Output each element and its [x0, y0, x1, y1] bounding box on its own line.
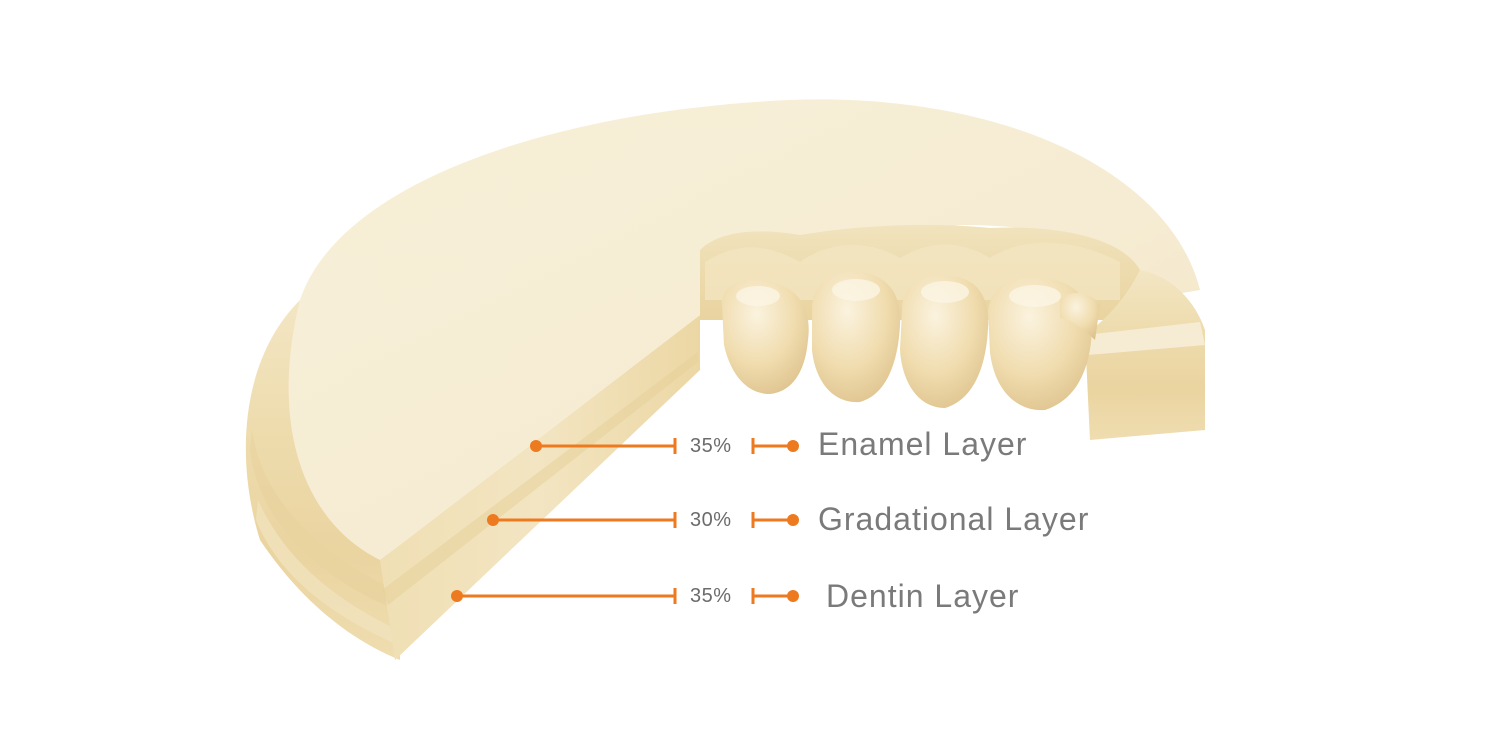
cusp-highlight: [736, 286, 780, 306]
disc-cut-band: [382, 352, 698, 605]
tooth-1: [721, 279, 809, 394]
disc-right-block: [1085, 270, 1205, 440]
gradational-leader: [487, 512, 799, 528]
cusp-highlight: [832, 279, 880, 301]
dentin-layer-label: Dentin Layer: [826, 578, 1020, 614]
enamel-end-dot: [787, 440, 799, 452]
gradational-end-dot: [787, 514, 799, 526]
cusp-highlight: [921, 281, 969, 303]
dentin-percent: 35%: [690, 585, 732, 607]
dentin-end-dot: [787, 590, 799, 602]
disc-side-band: [256, 500, 398, 645]
cusp-highlight: [1009, 285, 1061, 307]
tooth-5: [1060, 293, 1100, 340]
dentin-leader: [451, 588, 799, 604]
tooth-3: [900, 275, 989, 408]
disc-side-wall: [245, 300, 400, 660]
enamel-percent: 35%: [690, 435, 732, 457]
disc-side-band: [250, 430, 395, 610]
disc-top-face: [288, 99, 1201, 561]
disc-right-block-top: [1085, 322, 1205, 355]
gradational-percent: 30%: [690, 509, 732, 531]
enamel-leader: [530, 438, 799, 454]
dental-bridge: [721, 271, 1100, 411]
gradational-layer-label: Gradational Layer: [818, 501, 1090, 537]
enamel-layer-label: Enamel Layer: [818, 426, 1028, 462]
tooth-2: [812, 271, 901, 403]
disc-cut-face: [380, 315, 700, 660]
